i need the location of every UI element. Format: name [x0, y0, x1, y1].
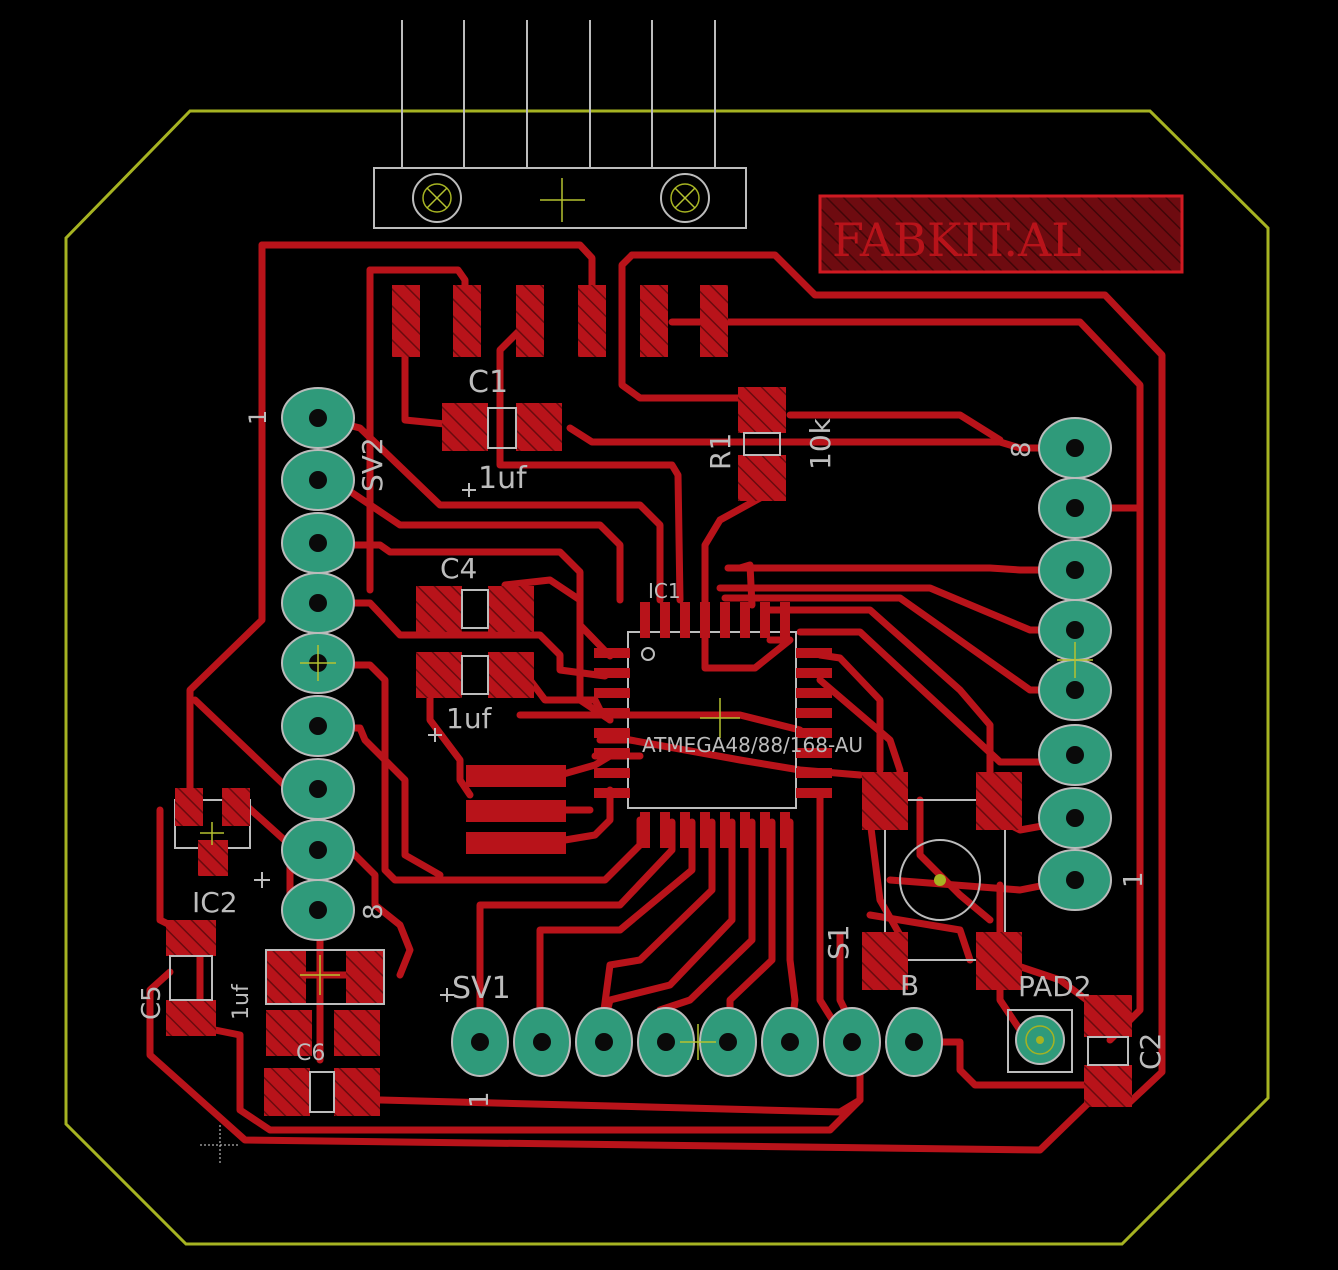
smd-pad-group-left[interactable] — [466, 765, 566, 854]
ic1-pins-top — [640, 602, 790, 638]
c4-value: 1uf — [446, 702, 493, 735]
sv1-name: SV1 — [452, 971, 511, 1006]
logo-text: FABKIT.AL — [832, 213, 1082, 267]
top-connector — [373, 20, 747, 229]
sv3-pin1-label: 1 — [1119, 871, 1149, 888]
sv1-pins — [451, 1007, 943, 1077]
r1-value: 10k — [804, 417, 837, 470]
ic1-pins-left — [594, 648, 630, 798]
capacitor-c5[interactable]: C5 1uf — [137, 920, 254, 1036]
c6-name: C6 — [296, 1041, 325, 1066]
sv3-pin8-label: 8 — [1007, 441, 1037, 458]
capacitor-c1[interactable]: C1 1uf — [442, 365, 562, 497]
fabkit-logo: FABKIT.AL — [818, 194, 1184, 274]
sv3-pins — [1038, 417, 1112, 911]
resistor-r1[interactable]: R1 10k — [704, 387, 837, 501]
ic2-name: IC2 — [192, 886, 238, 919]
origin-marker — [200, 1125, 240, 1165]
ic2-regulator[interactable]: IC2 — [174, 788, 270, 919]
ic1-atmega[interactable]: IC1 ATMEGA48/88/168-AU — [594, 579, 863, 848]
s1-value: B — [900, 969, 919, 1002]
ic1-pins-bottom — [640, 812, 790, 848]
capacitor-c6[interactable]: C6 — [264, 949, 385, 1116]
sv2-name: SV2 — [356, 437, 389, 492]
c5-name: C5 — [137, 985, 167, 1020]
c2-name: C2 — [1134, 1033, 1167, 1070]
s1-name: S1 — [822, 924, 855, 960]
sv2-pin1-label: 1 — [244, 410, 272, 425]
sv2-pin8-label: 8 — [359, 903, 389, 920]
c4-name: C4 — [440, 552, 477, 585]
sv2-pins — [281, 387, 355, 941]
top-smd-header[interactable] — [392, 285, 728, 357]
r1-name: R1 — [704, 433, 737, 470]
board-outline — [64, 109, 1270, 1246]
header-sv1[interactable]: SV1 1 — [440, 971, 943, 1108]
capacitor-c2[interactable]: C2 — [1084, 995, 1167, 1107]
pad2-name: PAD2 — [1018, 970, 1092, 1003]
sv1-pin1-label: 1 — [465, 1091, 495, 1108]
ic1-name: IC1 — [648, 579, 681, 603]
pad2[interactable]: PAD2 — [1007, 970, 1092, 1073]
header-sv3[interactable]: 8 1 — [1007, 417, 1149, 911]
ic1-value: ATMEGA48/88/168-AU — [642, 733, 863, 757]
capacitor-c4[interactable]: C4 1uf — [416, 552, 534, 742]
c5-value: 1uf — [229, 983, 254, 1020]
c1-value: 1uf — [478, 461, 528, 496]
ic1-pins-right — [796, 648, 832, 798]
c1-name: C1 — [468, 365, 508, 400]
switch-s1[interactable]: S1 B — [822, 772, 1022, 1002]
header-sv2[interactable]: 1 SV2 8 — [244, 387, 389, 941]
